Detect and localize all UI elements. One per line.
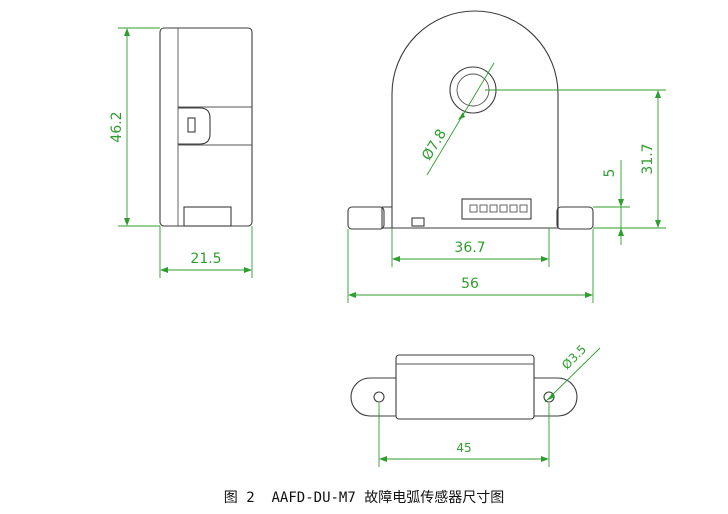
dimension-drawing: 46.2 21.5 Ø7.8 31.7 5 36.7 56 Ø3.5 45 xyxy=(109,10,666,467)
dim-mount-hole: Ø3.5 xyxy=(559,342,589,372)
dim-body-width: 36.7 xyxy=(454,240,485,256)
dim-base-offset: 5 xyxy=(602,169,618,178)
dim-side-width: 21.5 xyxy=(190,251,221,267)
figure-title: AAFD-DU-M7 故障电弧传感器尺寸图 xyxy=(271,490,505,506)
front-dimensions xyxy=(347,62,666,303)
side-view xyxy=(159,27,253,227)
top-view xyxy=(350,354,578,420)
front-view xyxy=(347,10,594,230)
dim-hole-height: 31.7 xyxy=(640,143,656,174)
dim-mount-spacing: 45 xyxy=(456,441,471,455)
figure-number: 图 2 xyxy=(223,490,255,506)
side-dimensions xyxy=(118,27,253,278)
top-dimensions xyxy=(378,347,601,467)
figure-caption: 图 2 AAFD-DU-M7 故障电弧传感器尺寸图 xyxy=(0,487,728,507)
dim-side-height: 46.2 xyxy=(109,111,125,142)
dim-total-width: 56 xyxy=(461,276,479,292)
